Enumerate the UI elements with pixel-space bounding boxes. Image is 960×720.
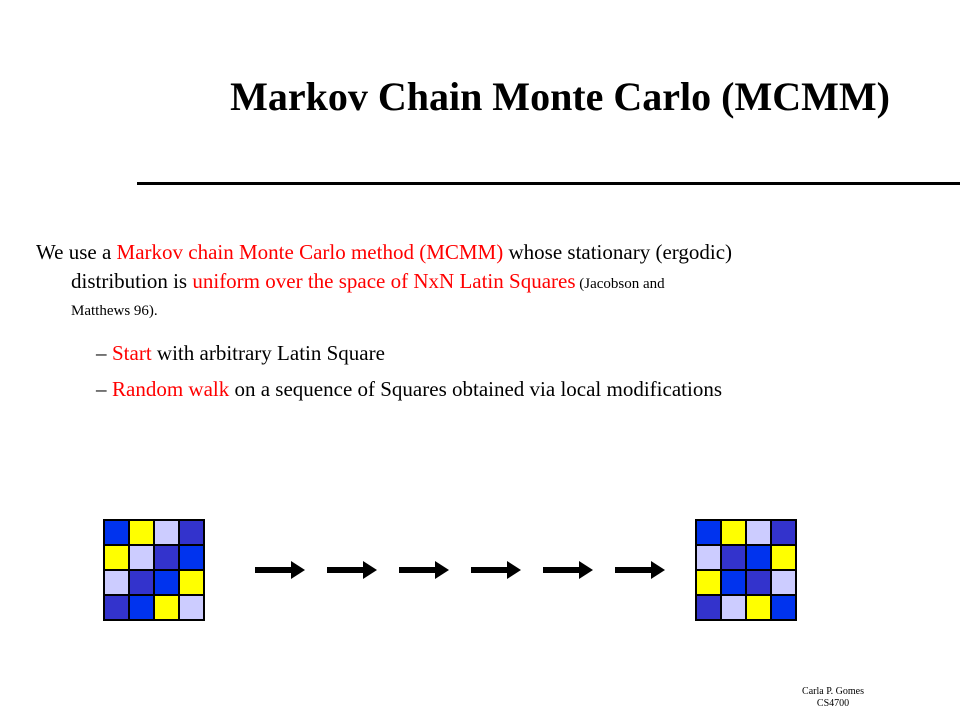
bullet-dash: – [96,377,107,401]
square-cell-yellow [130,521,153,544]
bullet-random-walk: –Random walk on a sequence of Squares ob… [96,375,722,404]
bullet-text: on a sequence of Squares obtained via lo… [229,377,722,401]
latin-square-start [103,519,205,621]
square-cell-yellow [772,546,795,569]
right-arrow-icon [543,561,593,579]
square-cell-navy [155,546,178,569]
square-cell-blue [130,596,153,619]
square-cell-yellow [180,571,203,594]
para-text-2: whose stationary (ergodic) [503,240,733,264]
para-highlight-mcmm: Markov chain Monte Carlo method (MCMM) [116,240,504,264]
square-cell-blue [697,521,720,544]
square-cell-navy [130,571,153,594]
bullet-highlight: Start [112,341,152,365]
square-cell-navy [697,596,720,619]
square-cell-blue [155,571,178,594]
bullet-dash: – [96,341,107,365]
square-cell-blue [772,596,795,619]
square-cell-lavender [180,596,203,619]
square-cell-yellow [105,546,128,569]
para-line-2: distribution is uniform over the space o… [36,267,936,299]
square-cell-blue [180,546,203,569]
square-cell-lavender [130,546,153,569]
square-cell-lavender [722,596,745,619]
right-arrow-icon [255,561,305,579]
slide-footer: Carla P. Gomes CS4700 [802,686,864,710]
square-cell-navy [105,596,128,619]
para-citation-1: (Jacobson and [575,276,665,292]
right-arrow-icon [327,561,377,579]
square-cell-lavender [697,546,720,569]
intro-paragraph: We use a Markov chain Monte Carlo method… [36,238,936,323]
footer-author: Carla P. Gomes [802,686,864,697]
square-cell-blue [747,546,770,569]
right-arrow-icon [471,561,521,579]
footer-course: CS4700 [816,698,850,709]
right-arrow-icon [615,561,665,579]
square-cell-yellow [697,571,720,594]
right-arrow-icon [399,561,449,579]
square-cell-yellow [722,521,745,544]
para-text-1: We use a [36,240,117,264]
para-text-3: distribution is [71,269,193,293]
square-cell-blue [722,571,745,594]
square-cell-navy [772,521,795,544]
square-cell-lavender [105,571,128,594]
square-cell-blue [105,521,128,544]
para-citation-2: Matthews 96). [71,303,158,319]
bullet-highlight: Random walk [112,377,230,401]
latin-square-end [695,519,797,621]
square-cell-lavender [747,521,770,544]
square-cell-yellow [155,596,178,619]
slide-title: Markov Chain Monte Carlo (MCMM) [230,74,890,119]
title-underline [137,182,960,185]
bullet-start: –Start with arbitrary Latin Square [96,339,385,368]
para-highlight-uniform: uniform over the space of NxN Latin Squa… [192,269,576,293]
square-cell-yellow [747,596,770,619]
square-cell-lavender [772,571,795,594]
square-cell-navy [747,571,770,594]
square-cell-lavender [155,521,178,544]
square-cell-navy [180,521,203,544]
bullet-text: with arbitrary Latin Square [151,341,385,365]
square-cell-navy [722,546,745,569]
